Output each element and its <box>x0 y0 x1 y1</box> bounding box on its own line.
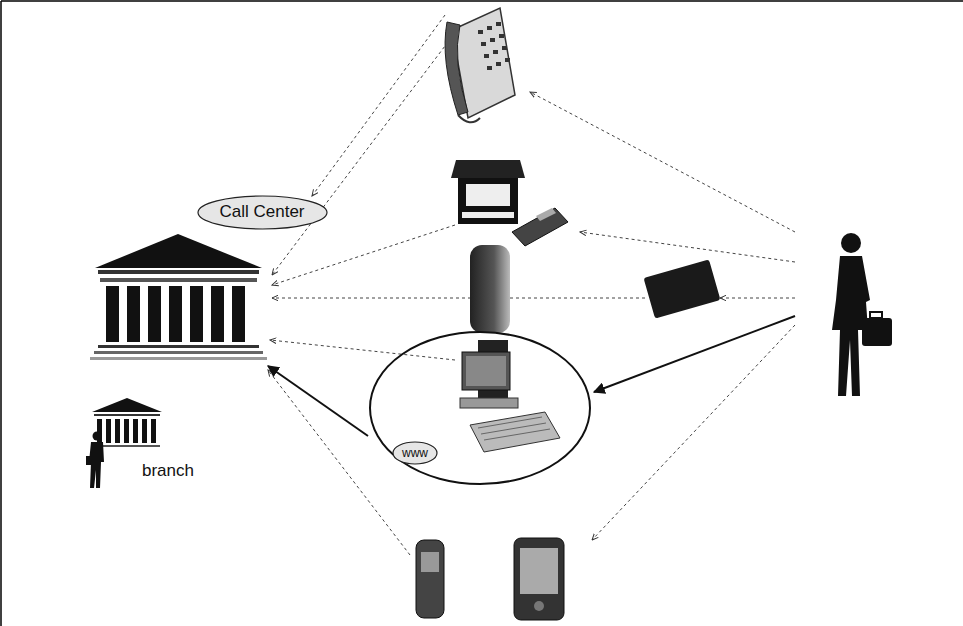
telephone-icon-part-part <box>481 42 486 46</box>
computer-icon-part <box>466 356 506 386</box>
branch-label: branch <box>142 461 194 481</box>
dashed-arrows-part <box>720 298 795 299</box>
person-silhouette-part <box>86 456 93 465</box>
telephone-icon-part-part <box>490 38 495 42</box>
mobile-phone-icon-part <box>421 552 439 572</box>
branch-building <box>92 398 162 447</box>
telephone-icon-part-part <box>499 34 504 38</box>
branch-building-part <box>94 414 160 416</box>
dashed-arrows-part <box>580 232 795 262</box>
dashed-arrows-part <box>272 225 455 285</box>
bank-building-part <box>169 286 182 342</box>
branch-building-part <box>151 419 156 443</box>
mobile-phone-icon-part <box>416 540 444 618</box>
woman-silhouette <box>832 233 892 396</box>
card-icon-part <box>644 259 721 318</box>
bank-building-part <box>98 345 259 348</box>
telephone-icon-part-part <box>487 66 492 70</box>
bank-building-part <box>232 286 245 342</box>
shop-icon <box>451 160 525 224</box>
person-silhouette-part <box>93 432 102 441</box>
dashed-arrows <box>268 15 795 555</box>
kiosk-icon <box>470 245 510 333</box>
ellipse-label: Call Center <box>197 195 328 230</box>
telephone-icon-part <box>458 115 480 122</box>
dashed-arrows-part <box>530 92 795 232</box>
card-terminal-icon-part <box>512 208 568 246</box>
telephone-icon-part-part <box>478 30 483 34</box>
bank-building-part <box>211 286 224 342</box>
branch-building-part <box>142 419 147 443</box>
telephone-icon-part-part <box>493 50 498 54</box>
kiosk-icon-part <box>470 245 510 333</box>
node-text: Call Center <box>219 202 304 222</box>
pda-icon-part <box>520 548 558 594</box>
bank-building-part <box>98 270 259 274</box>
bank-building-part <box>127 286 140 342</box>
ellipse-label: www <box>392 441 438 465</box>
frame-part <box>1 0 963 2</box>
telephone-icon-part-part <box>502 46 507 50</box>
telephone-icon-part-part <box>484 54 489 58</box>
ellipse-outline <box>393 442 437 464</box>
card-terminal-icon-part <box>536 208 556 221</box>
dashed-arrows-part <box>272 42 448 275</box>
woman-silhouette-part <box>841 233 861 253</box>
shop-icon-part <box>458 178 518 224</box>
woman-silhouette-part <box>870 312 882 318</box>
bank-building-part <box>95 234 262 268</box>
dashed-arrows-part <box>312 15 445 196</box>
telephone-icon-part-part <box>505 58 510 62</box>
bank-building-part <box>106 286 119 342</box>
computer-icon-part <box>478 417 550 440</box>
telephone-icon <box>445 8 515 122</box>
person-silhouette <box>86 432 104 489</box>
computer-icon-part <box>460 398 518 408</box>
dashed-arrows-part <box>268 370 410 555</box>
card-icon <box>644 259 721 318</box>
node-text: www <box>402 446 428 460</box>
shop-icon-part <box>466 184 510 206</box>
computer-icon-part <box>470 412 560 452</box>
channel-circle <box>370 332 590 484</box>
telephone-icon-part-part <box>496 62 501 66</box>
solid-arrows-part <box>268 366 368 436</box>
dashed-arrows-part <box>272 298 645 299</box>
mobile-phone-icon <box>416 540 444 618</box>
telephone-icon-part-part <box>487 26 492 30</box>
card-terminal-icon <box>512 208 568 246</box>
shop-icon-part <box>462 212 514 218</box>
bank-building-part <box>190 286 203 342</box>
pda-icon-part <box>534 601 544 611</box>
telephone-icon-part <box>445 22 468 115</box>
branch-building-part <box>133 419 138 443</box>
woman-silhouette-part <box>862 318 892 346</box>
pda-icon-part <box>514 538 564 620</box>
bank-building-part <box>100 278 257 282</box>
dashed-arrows-part <box>270 340 455 360</box>
ellipse-outline <box>198 196 327 229</box>
computer-icon <box>460 340 560 452</box>
shop-icon-part <box>451 160 525 178</box>
branch-building-part <box>106 419 111 443</box>
telephone-icon-part <box>478 22 510 70</box>
branch-building-part <box>124 419 129 443</box>
dashed-arrows-part <box>592 325 795 540</box>
pda-icon <box>514 538 564 620</box>
bank-building <box>90 234 267 360</box>
computer-icon-part <box>462 352 510 390</box>
branch-building-part <box>94 445 160 447</box>
bank-building-part <box>94 351 263 354</box>
branch-building-part <box>115 419 120 443</box>
bank-building-part <box>90 357 267 360</box>
telephone-icon-part-part <box>496 22 501 26</box>
branch-building-part <box>92 398 162 412</box>
solid-arrows-part <box>594 316 795 392</box>
frame-part <box>0 1 2 626</box>
bank-building-part <box>148 286 161 342</box>
